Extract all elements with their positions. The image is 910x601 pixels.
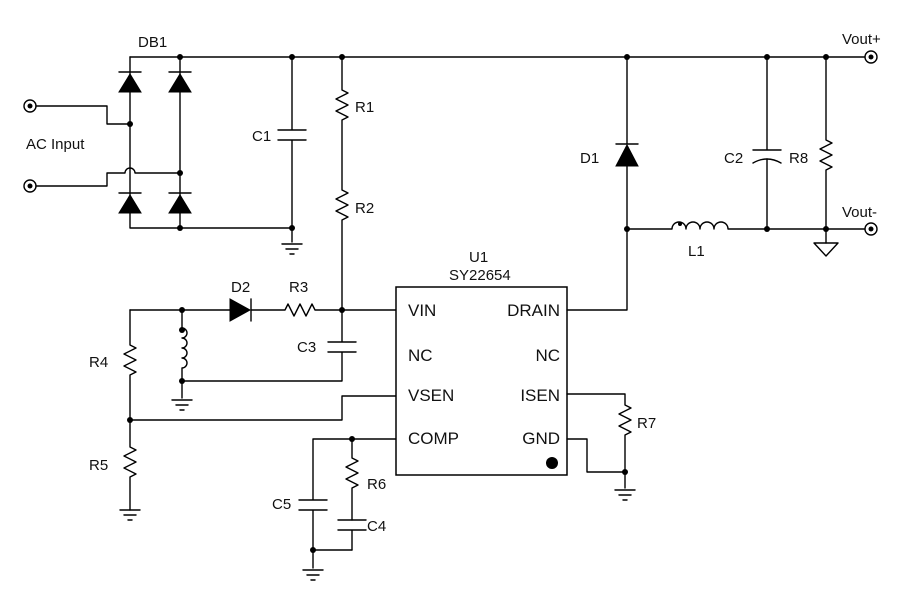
pin-vin: VIN [408,301,436,320]
vout-minus-label: Vout- [842,204,877,221]
ac-input-label: AC Input [26,136,85,153]
c3-label: C3 [297,339,316,356]
pin-gnd: GND [522,429,560,448]
isen-network [566,393,636,501]
c4-label: C4 [367,518,386,535]
pin-vsen: VSEN [408,386,454,405]
vin-network [129,298,397,411]
db1-label: DB1 [138,34,167,51]
r3-label: R3 [289,279,308,296]
pin-nc-left: NC [408,346,433,365]
r7-label: R7 [637,415,656,432]
l1-label: L1 [688,243,705,260]
vout-plus-label: Vout+ [842,31,881,48]
d1-label: D1 [580,150,599,167]
bridge-rectifier-db1 [118,56,192,229]
c1-label: C1 [252,128,271,145]
comp-network [298,438,397,581]
r6-label: R6 [367,476,386,493]
bridge-ground-wire [179,227,303,255]
ac-input-terminals [23,99,181,193]
junction-dots [127,54,829,553]
ic-ref: U1 [469,249,488,266]
c5-label: C5 [272,496,291,513]
r5-label: R5 [89,457,108,474]
pin-isen: ISEN [520,386,560,405]
r8-label: R8 [789,150,808,167]
output-stage [566,56,866,311]
r4-label: R4 [89,354,108,371]
pin-comp: COMP [408,429,459,448]
capacitor-c1 [277,56,307,229]
ic-part-number: SY22654 [449,267,511,284]
ic-u1 [395,286,568,476]
r1-label: R1 [355,99,374,116]
c2-label: C2 [724,150,743,167]
resistor-string-r1-r2 [335,56,349,311]
r2-label: R2 [355,200,374,217]
pin-drain: DRAIN [507,301,560,320]
output-terminals [864,50,878,236]
d2-label: D2 [231,279,250,296]
pin-nc-right: NC [535,346,560,365]
